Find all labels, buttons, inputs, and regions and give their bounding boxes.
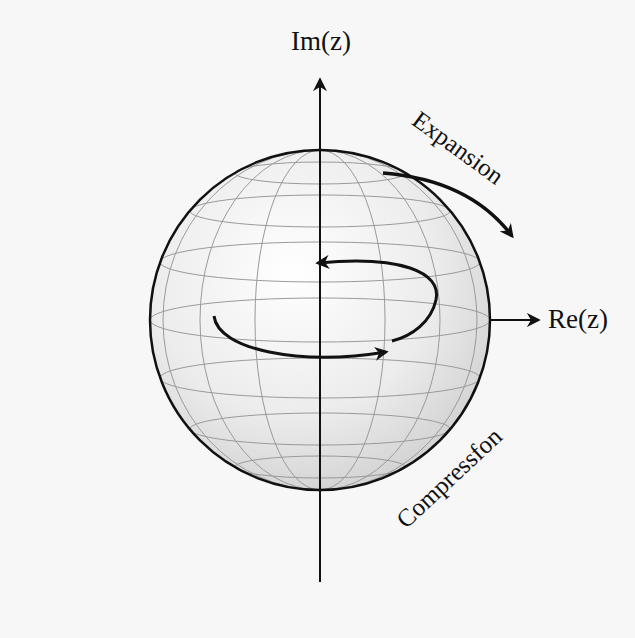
rotation-arrow bbox=[318, 261, 437, 341]
axis-label: Im(z) bbox=[291, 26, 351, 57]
process-label-holder: Compressfon bbox=[391, 422, 508, 534]
process-label: Compressfon bbox=[391, 422, 508, 534]
axis-label-holder: Re(z) bbox=[548, 304, 608, 335]
axis-label: Re(z) bbox=[548, 304, 608, 335]
process-label: Expansion bbox=[407, 105, 509, 190]
imaginary-axis bbox=[319, 80, 321, 582]
axis-label-holder: Im(z) bbox=[291, 26, 351, 57]
rotation-arrow bbox=[214, 316, 386, 357]
process-label-holder: Expansion bbox=[407, 105, 509, 190]
real-axis bbox=[490, 319, 538, 321]
